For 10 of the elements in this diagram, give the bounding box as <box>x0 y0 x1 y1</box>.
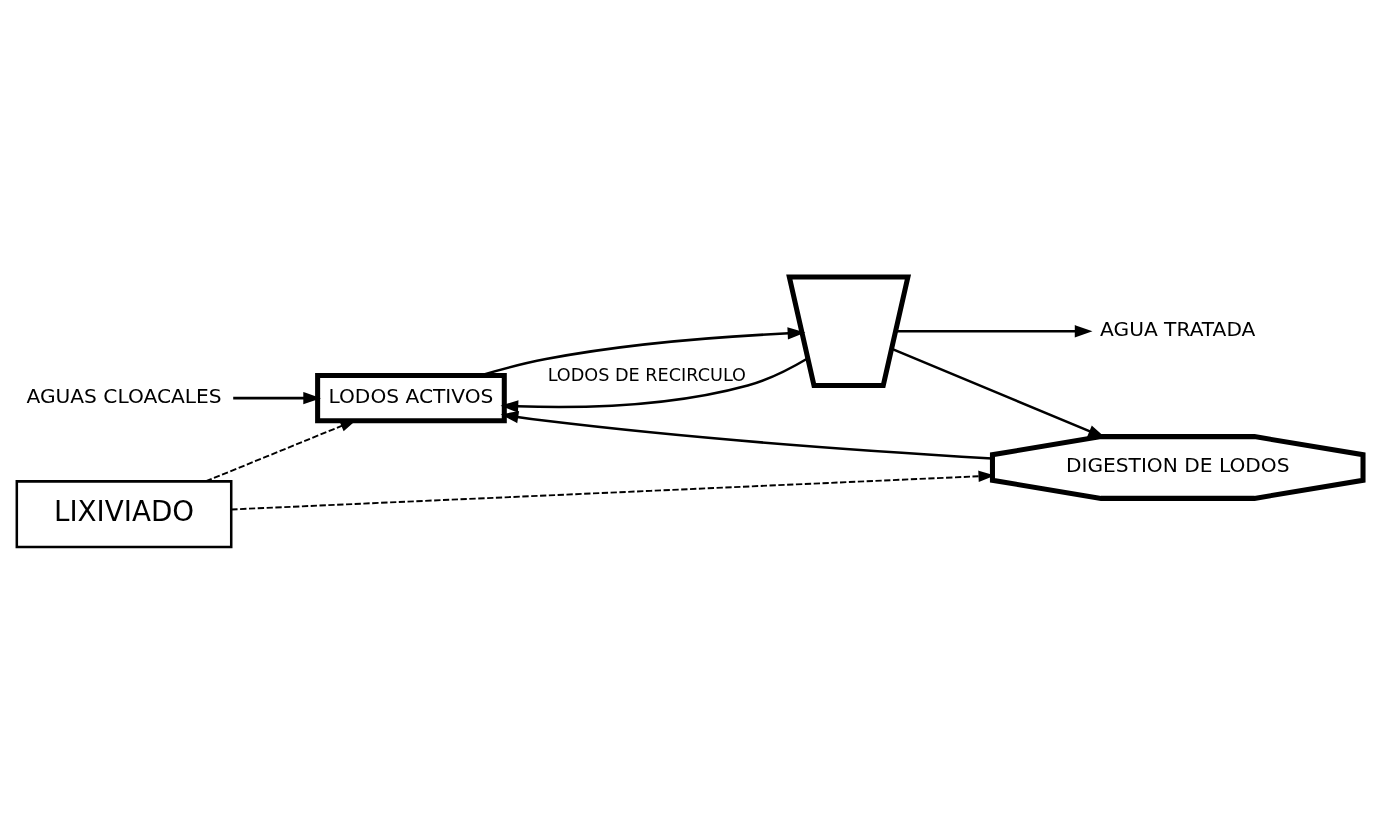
node-box: LIXIVIADO <box>15 480 233 549</box>
node-text: AGUAS CLOACALES <box>26 383 222 408</box>
arrow <box>500 410 993 460</box>
arrow <box>480 327 806 377</box>
node-text: AGUA TRATADA <box>1100 317 1256 342</box>
arrow <box>233 391 321 405</box>
arrow <box>895 325 1093 338</box>
arrow <box>500 357 809 413</box>
node-box: LODOS ACTIVOS <box>315 372 507 424</box>
edge-label: LODOS DE RECIRCULO <box>547 364 746 385</box>
